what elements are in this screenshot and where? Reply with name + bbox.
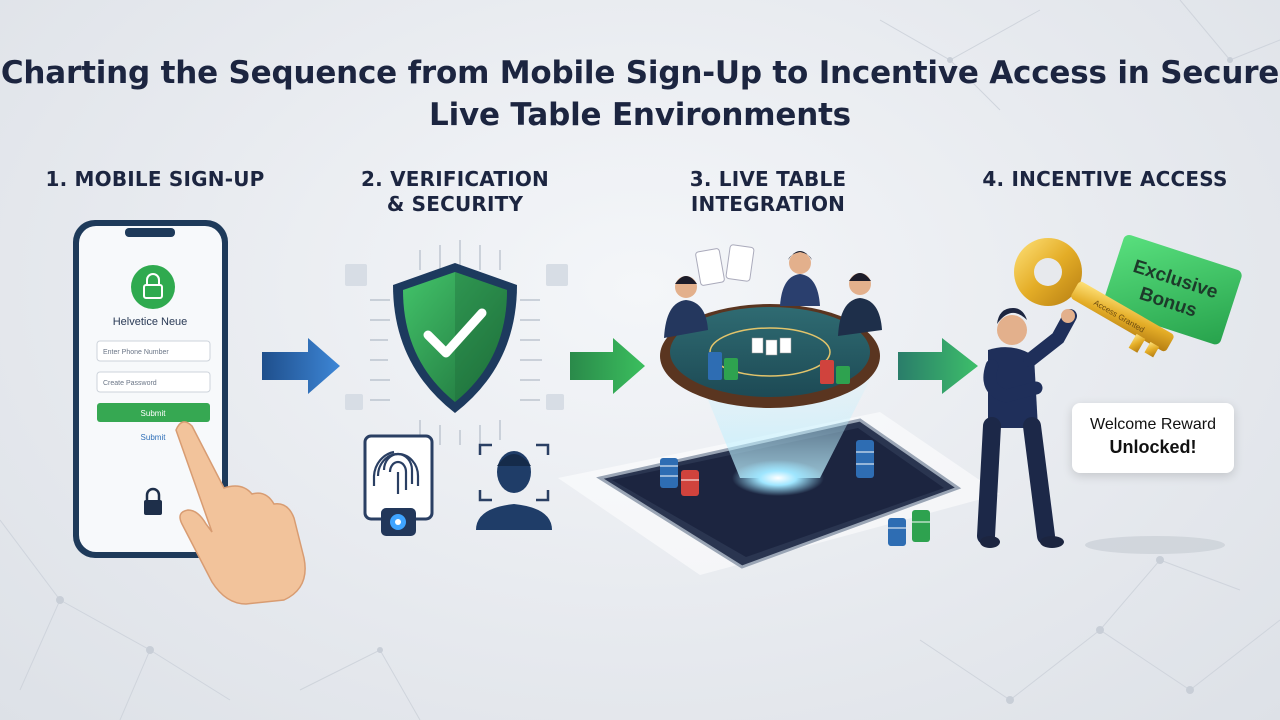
floor-shadow	[1085, 536, 1225, 554]
floating-cards	[695, 244, 755, 286]
step-2-label-line1: 2. VERIFICATION	[361, 167, 549, 191]
password-input[interactable]	[96, 371, 211, 393]
phone-number-placeholder: Enter Phone Number	[103, 349, 169, 356]
password-placeholder: Create Password	[103, 380, 157, 387]
reward-line2: Unlocked!	[1109, 437, 1197, 457]
flow-arrow-1	[262, 338, 340, 394]
step-4-label: 4. INCENTIVE ACCESS	[965, 167, 1245, 192]
step-4-label-line1: 4. INCENTIVE ACCESS	[982, 167, 1228, 191]
circuit-lines	[370, 240, 542, 445]
step-1-label: 1. MOBILE SIGN-UP	[30, 167, 280, 192]
player-dealer	[780, 251, 820, 306]
diagram-title: Charting the Sequence from Mobile Sign-U…	[0, 55, 1280, 133]
chip-stacks	[660, 440, 930, 546]
step-2-label: 2. VERIFICATION & SECURITY	[330, 167, 580, 217]
phone-app-name: Helvetice Neue	[113, 316, 188, 328]
phone-number-input[interactable]	[96, 340, 211, 362]
reward-bubble: Welcome Reward Unlocked!	[1072, 403, 1234, 473]
person-holding-key	[977, 308, 1077, 548]
hand-pointer	[175, 421, 306, 605]
flow-arrow-2	[570, 338, 645, 394]
player-left	[664, 276, 708, 338]
lock-icon	[144, 487, 162, 515]
step-2-label-line2: & SECURITY	[386, 192, 524, 216]
flow-arrow-3	[898, 338, 978, 394]
submit-button-label: Submit	[141, 409, 167, 418]
casino-table	[660, 304, 880, 408]
bonus-card: Exclusive Bonus	[1102, 234, 1242, 345]
step-1-label-line1: 1. MOBILE SIGN-UP	[45, 167, 265, 191]
shield-check-icon	[393, 263, 517, 413]
lock-icon	[131, 265, 175, 309]
submit-link: Submit	[141, 433, 167, 442]
circuit-chips	[345, 264, 568, 410]
player-right	[838, 273, 882, 336]
fingerprint-icon	[363, 434, 434, 536]
submit-button[interactable]	[97, 403, 210, 422]
reward-line1: Welcome Reward	[1090, 416, 1216, 433]
face-scan-icon	[476, 443, 552, 530]
step-3-label: 3. LIVE TABLE INTEGRATION	[643, 167, 893, 217]
step-3-label-line2: INTEGRATION	[690, 192, 846, 216]
step-3-label-line1: 3. LIVE TABLE	[689, 167, 847, 191]
phone-device: Helvetice Neue Enter Phone Number Create…	[73, 220, 228, 558]
